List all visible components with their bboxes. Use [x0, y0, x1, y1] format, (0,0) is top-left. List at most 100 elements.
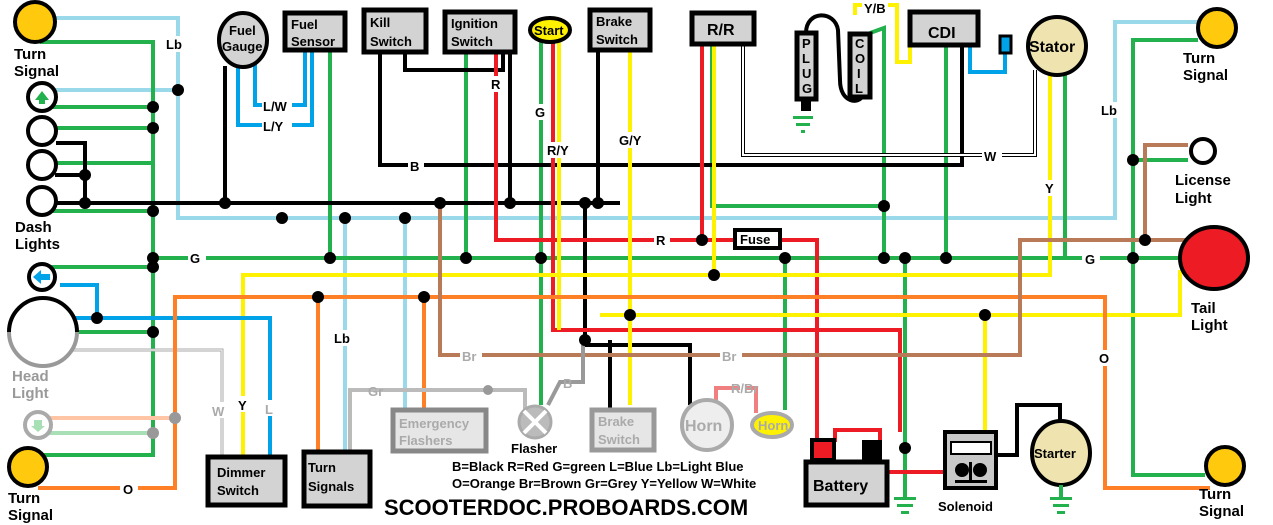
arrow-left-icon — [33, 270, 50, 284]
watermark-text: SCOOTERDOC.PROBOARDS.COM — [384, 495, 748, 520]
wire-label: G — [1085, 252, 1095, 267]
x-icon — [522, 409, 548, 435]
wire-labels: Lb G B R G R/Y G/Y L/W L/Y W Y Lb G R Y/… — [120, 0, 1124, 497]
faded-indicator-light — [23, 410, 53, 440]
wire-label: Y/B — [864, 1, 886, 16]
label: Brake — [596, 14, 632, 29]
turn-signal-bottom-right: Turn Signal — [1199, 445, 1246, 520]
battery: Battery — [803, 438, 916, 514]
fuel-gauge: Fuel Gauge — [217, 11, 269, 69]
emergency-flashers-switch[interactable]: Emergency Flashers — [390, 407, 489, 454]
wire-black-kill-ign — [403, 52, 505, 72]
wire-brown-main — [438, 203, 1190, 357]
kill-switch[interactable]: Kill Switch — [361, 7, 429, 55]
label: I — [857, 66, 861, 81]
wire-red-solenoid — [833, 428, 945, 474]
label: Lights — [15, 236, 60, 253]
ignition-switch[interactable]: Ignition Switch — [442, 9, 518, 55]
label: U — [802, 66, 811, 81]
brake-switch-bottom: Brake Switch — [589, 407, 657, 453]
label: Fuel — [229, 23, 256, 38]
label: Light — [1175, 190, 1212, 207]
label: Turn — [1183, 50, 1215, 67]
label: C — [855, 36, 865, 51]
label: Solenoid — [938, 499, 993, 514]
wire-black-flasher — [546, 345, 585, 406]
label: Tail — [1191, 300, 1216, 317]
label: Start — [534, 23, 564, 38]
ground-icon — [793, 116, 813, 133]
legend-line: B=Black R=Red G=green L=Blue Lb=Light Bl… — [452, 459, 743, 474]
horn-grey: Horn — [680, 398, 734, 452]
wire-label: W — [984, 149, 997, 164]
label: R/R — [707, 22, 735, 39]
ignition-coil: C O I L — [847, 31, 873, 100]
head-light: Head Light — [7, 296, 79, 402]
label: Fuse — [740, 232, 770, 247]
wire-label: Br — [462, 349, 476, 364]
label: Stator — [1029, 39, 1075, 56]
flasher: Flasher — [511, 404, 557, 456]
coil-icon — [950, 441, 992, 455]
junction-dots — [79, 84, 1151, 454]
label: Dash — [15, 219, 52, 236]
wire-label: Lb — [166, 37, 182, 52]
turn-signal-lamp-icon — [1196, 7, 1238, 49]
wire-rbr — [714, 386, 740, 404]
wire-rbr2 — [745, 386, 758, 413]
positive-terminal — [810, 438, 836, 462]
solenoid: Solenoid — [938, 430, 998, 514]
start-button[interactable]: Start — [528, 16, 572, 44]
turn-signal-top-right: Turn Signal — [1183, 7, 1238, 84]
label: License — [1175, 172, 1231, 189]
label: Turn — [14, 46, 46, 63]
wire-label: Lb — [1101, 103, 1117, 118]
wire-label: Lb — [334, 331, 350, 346]
color-legend: B=Black R=Red G=green L=Blue Lb=Light Bl… — [384, 459, 756, 520]
label: L — [855, 81, 863, 96]
wire-label: L/W — [263, 99, 288, 114]
label: Switch — [217, 483, 259, 498]
label: L — [802, 51, 810, 66]
wire-label: B — [410, 159, 419, 174]
label: Switch — [370, 34, 412, 49]
wire-black-starter — [985, 403, 1062, 457]
label: Turn — [1199, 486, 1231, 503]
label: O — [855, 51, 865, 66]
label: Signal — [14, 63, 59, 80]
starter-motor: Starter — [1030, 419, 1092, 514]
label: Gauge — [222, 39, 262, 54]
wire-label: R/Y — [547, 143, 569, 158]
label: CDI — [928, 25, 956, 42]
wire-label: R — [656, 233, 666, 248]
spark-plug: P L U G — [793, 13, 864, 133]
label: Switch — [596, 32, 638, 47]
label: Horn — [685, 418, 722, 435]
wire-brown-license — [1143, 143, 1188, 240]
license-light: License Light — [1175, 137, 1231, 207]
dash-lights: Dash Lights — [15, 81, 60, 253]
turn-signal-bottom-left: Turn Signal — [7, 446, 53, 524]
wire-label: G — [535, 105, 545, 120]
label: Flashers — [399, 433, 452, 448]
arrow-down-icon — [31, 420, 45, 432]
label: Switch — [451, 34, 493, 49]
wire-label: O — [1099, 351, 1109, 366]
wire-orange-main — [173, 295, 1210, 490]
label: G — [802, 81, 812, 96]
ground-icon — [894, 497, 916, 514]
dimmer-switch[interactable]: Dimmer Switch — [205, 454, 288, 508]
turn-signals-switch[interactable]: Turn Signals — [301, 449, 373, 509]
wire-label: Y — [1045, 181, 1054, 196]
label: Brake — [598, 414, 634, 429]
wire-label: L/Y — [263, 119, 284, 134]
label: Flasher — [511, 441, 557, 456]
label: Signal — [1183, 67, 1228, 84]
label: Turn — [308, 460, 336, 475]
wire-label: Br — [722, 349, 736, 364]
cdi-unit: CDI — [907, 9, 1013, 55]
label: Emergency — [399, 416, 470, 431]
stator: Stator — [1026, 15, 1088, 77]
